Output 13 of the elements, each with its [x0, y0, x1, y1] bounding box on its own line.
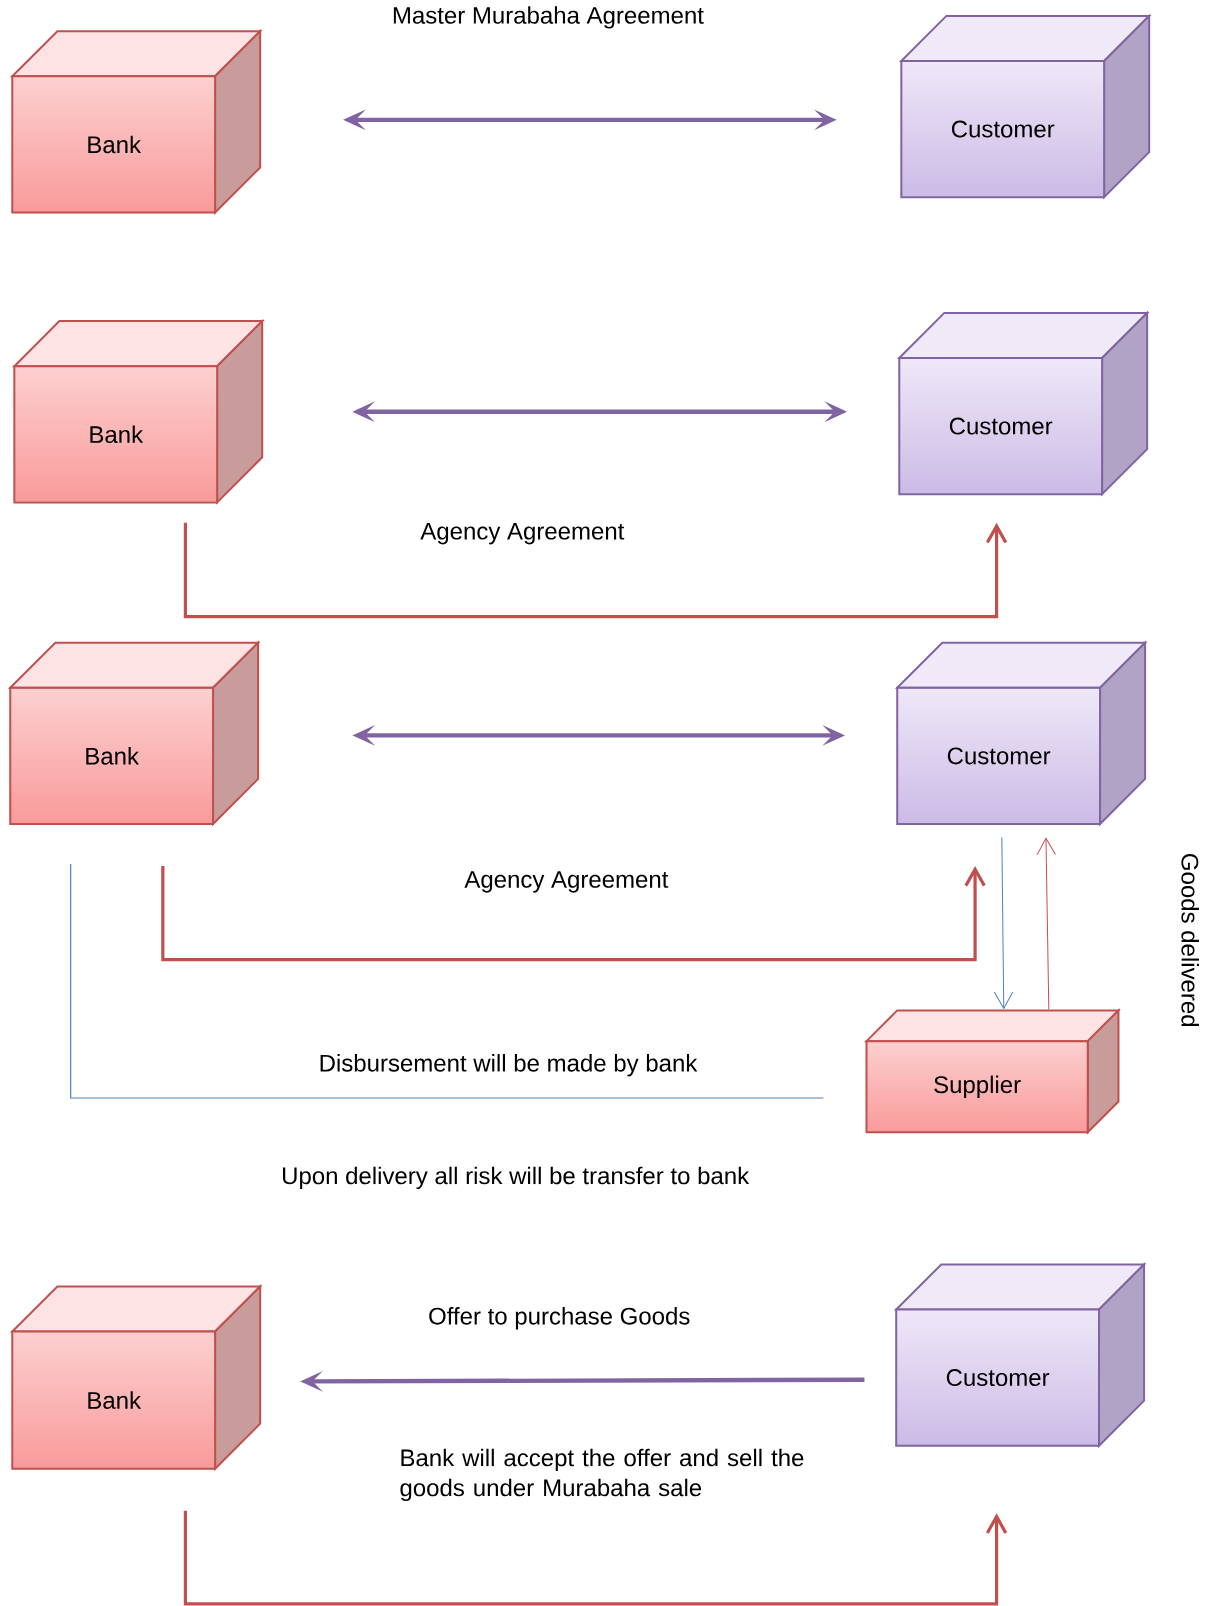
arrow [993, 836, 1014, 1009]
arrow [183, 522, 1008, 619]
note-text: Goods delivered [1181, 854, 1200, 1027]
arrow [183, 1510, 1008, 1606]
edge-label: Offer to purchase Goods [429, 1307, 690, 1330]
edge-label: Master Murabaha Agreement [394, 6, 704, 29]
edge-label: Agency Agreement [420, 522, 625, 545]
arrow [161, 865, 986, 962]
note-text: Upon delivery all risk will be transfer to bank [283, 1166, 750, 1190]
edge-label: Bank will accept the offer and sell the goods under Murabaha sale [400, 1448, 804, 1502]
edge-label: Disbursement will be made by bank [320, 1054, 698, 1077]
edge-label: Agency Agreement [464, 871, 669, 893]
arrow [1036, 837, 1057, 1010]
